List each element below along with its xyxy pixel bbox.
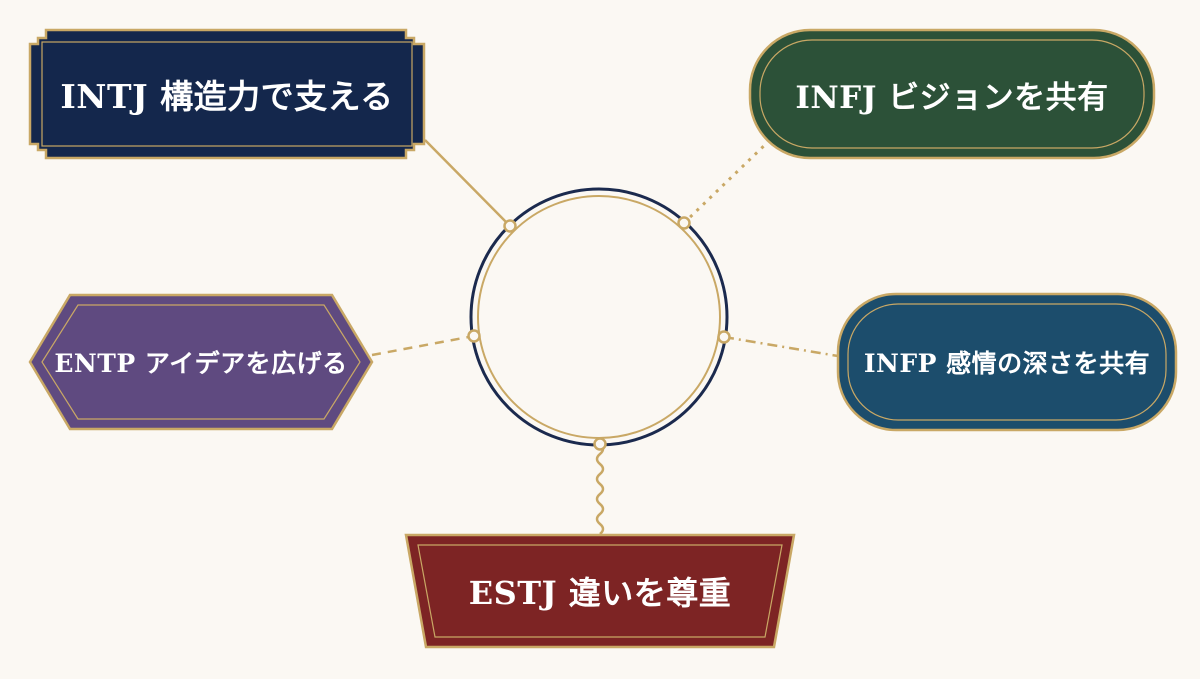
ring-dot-estj [593,437,607,451]
node-infp-shape [836,292,1178,432]
ring-dot-infp [717,330,731,344]
connector-estj [595,443,605,535]
node-intj-shape [28,28,426,160]
node-infj-label: INFJ ビジョンを共有 [795,79,1109,116]
connector-infp [723,335,839,358]
node-entp-shape [28,293,374,431]
ring-dot-entp [467,329,481,343]
ring-dot-infj [677,216,691,230]
connector-infj [682,138,772,225]
connector-intj [424,139,511,227]
connector-entp [371,334,475,357]
ring-dot-intj [503,219,517,233]
node-estj-label: ESTJ 違いを尊重 [468,574,732,612]
node-infp-label: INFP 感情の深さを共有 [863,349,1151,378]
node-intj-label: INTJ 構造力で支える [60,77,394,116]
node-estj-shape [404,533,796,649]
node-entp-label: ENTP アイデアを広げる [54,349,348,378]
center-ring-inner [477,195,721,439]
node-infj-shape [748,28,1156,160]
